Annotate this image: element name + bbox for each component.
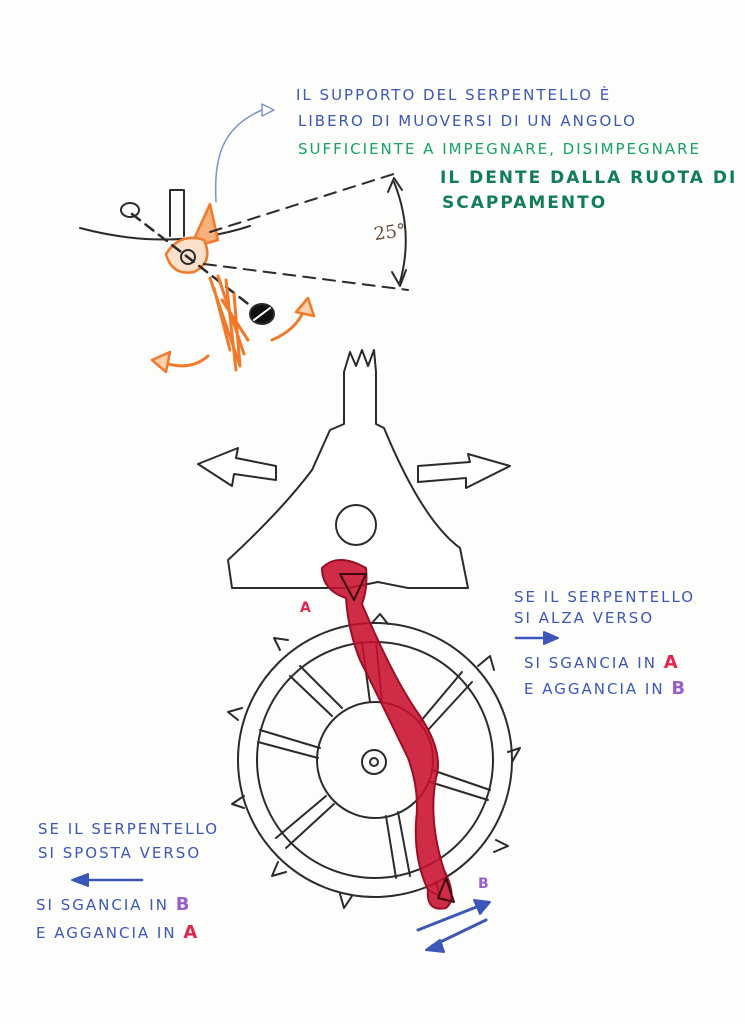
lever-shaft — [130, 212, 258, 312]
lever-end-loop — [120, 202, 140, 218]
right-note-line-2: SI ALZA VERSO — [514, 609, 655, 627]
left-note-line-1: SE IL SERPENTELLO — [38, 820, 220, 838]
right-note-line-1: SE IL SERPENTELLO — [514, 588, 696, 606]
leader-arrowhead — [261, 103, 275, 117]
leader-arrow — [214, 109, 263, 203]
letter-b: B — [175, 894, 192, 915]
top-note-line-2: LIBERO DI MUOVERSI DI UN ANGOLO — [298, 112, 637, 130]
angle-label: 25° — [372, 219, 408, 246]
orange-rotate-right-head — [294, 296, 316, 318]
wheel-arc — [79, 225, 251, 241]
letter-a: A — [663, 652, 680, 673]
blue-motion-arrow-down-head — [425, 939, 445, 953]
pivot-circle — [180, 249, 196, 265]
angle-arrowhead-top — [387, 177, 403, 193]
wheel-axle — [361, 749, 387, 775]
angle-arc — [393, 181, 407, 283]
letter-a: A — [183, 922, 200, 943]
blue-arrow-right-head — [543, 631, 559, 645]
pallet-a-outline — [339, 573, 367, 601]
point-label-a: A — [300, 600, 311, 616]
left-note-line-3: SI SGANCIA IN B — [36, 894, 192, 915]
right-note-line-4: E AGGANCIA IN B — [524, 678, 688, 699]
right-note-line-3: SI SGANCIA IN A — [524, 652, 680, 673]
top-note-line-1: IL SUPPORTO DEL SERPENTELLO È — [296, 86, 612, 104]
blue-motion-arrow-up-head — [473, 899, 491, 915]
anchor-hole — [335, 504, 377, 546]
red-lever-highlight — [321, 559, 453, 910]
orange-rotate-left-head — [150, 350, 172, 374]
anchor-body — [227, 349, 469, 589]
left-note-line-2: SI SPOSTA VERSO — [38, 844, 202, 862]
angle-arrowhead-bottom — [391, 269, 407, 287]
lower-swing-line — [203, 263, 409, 291]
support-post — [169, 189, 185, 237]
blue-motion-arrow-up — [416, 902, 486, 932]
blue-arrow-left-head — [71, 873, 89, 887]
wheel-teeth — [227, 613, 521, 909]
left-note-line-4: E AGGANCIA IN A — [36, 922, 200, 943]
top-note-line-4: IL DENTE DALLA RUOTA DI — [440, 168, 738, 188]
lever-screw-slot — [253, 307, 271, 321]
point-label-b: B — [478, 876, 489, 892]
pallet-b-outline — [437, 877, 455, 903]
upper-swing-line — [209, 171, 401, 233]
wheel-axle-center — [369, 757, 379, 767]
orange-hatched-fan — [208, 274, 250, 372]
top-note-line-3: SUFFICIENTE A IMPEGNARE, DISIMPEGNARE — [298, 140, 702, 158]
letter-b: B — [671, 678, 688, 699]
orange-rotate-right-arrow — [270, 308, 306, 342]
left-swing-arrow — [197, 447, 277, 487]
top-note-line-5: SCAPPAMENTO — [442, 193, 608, 213]
right-swing-arrow — [417, 453, 511, 489]
